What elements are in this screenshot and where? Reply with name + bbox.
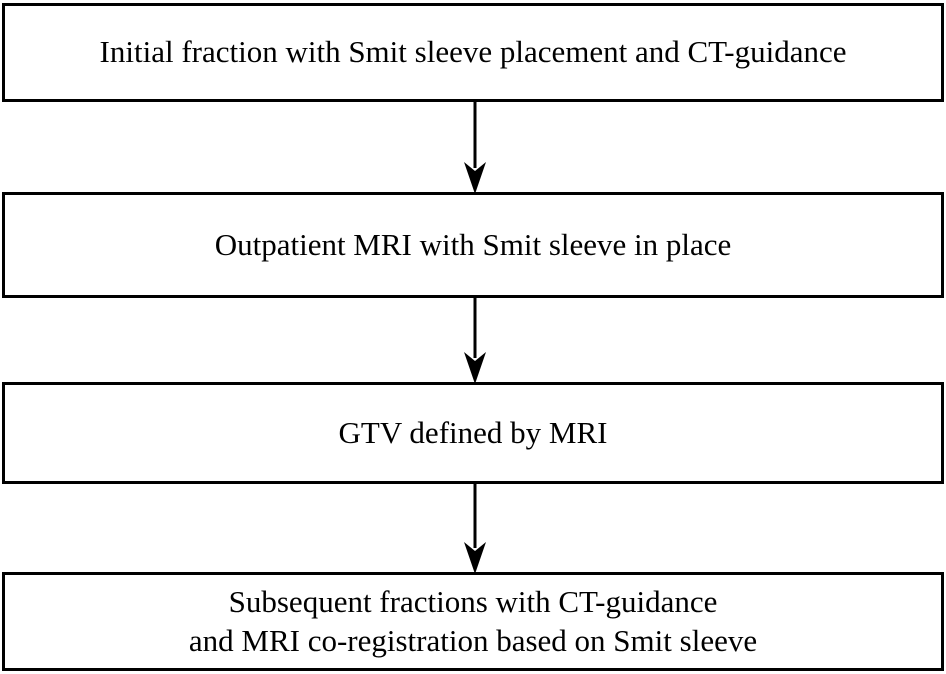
flowchart-arrow-1 [460, 100, 490, 194]
flowchart-node-outpatient-mri: Outpatient MRI with Smit sleeve in place [2, 192, 944, 298]
flowchart-node-label: GTV defined by MRI [338, 414, 608, 450]
flowchart-node-gtv-defined: GTV defined by MRI [2, 382, 944, 484]
flowchart-node-subsequent-fractions: Subsequent fractions with CT-guidance an… [2, 572, 944, 671]
flowchart-node-label: Outpatient MRI with Smit sleeve in place [214, 226, 732, 262]
flowchart-node-label: Subsequent fractions with CT-guidance an… [188, 583, 758, 658]
flowchart-arrow-2 [460, 296, 490, 384]
flowchart-node-initial-fraction: Initial fraction with Smit sleeve placem… [2, 3, 944, 102]
flowchart-node-label: Initial fraction with Smit sleeve placem… [99, 34, 847, 70]
flowchart-arrow-3 [460, 482, 490, 574]
